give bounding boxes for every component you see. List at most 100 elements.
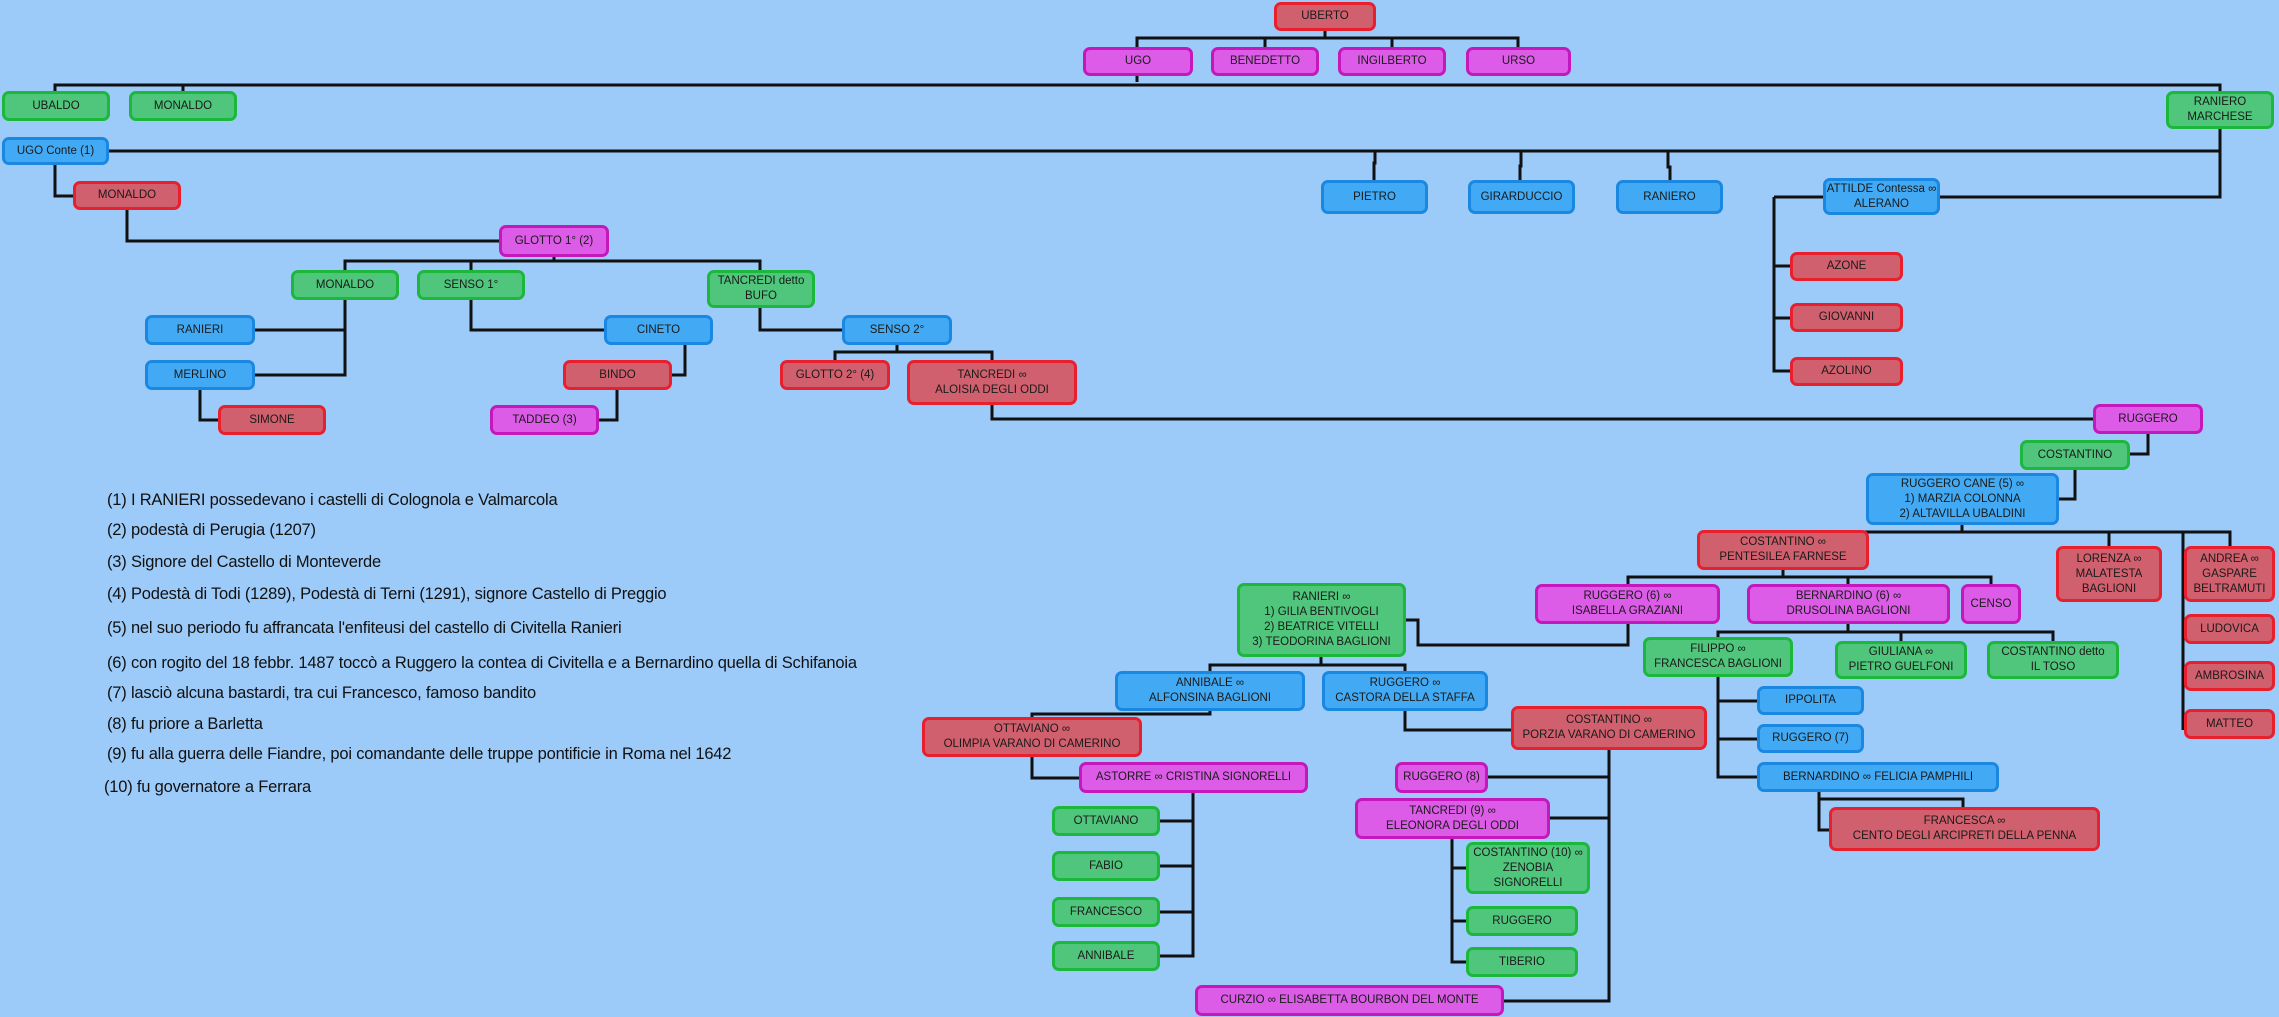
person-node-ruggero-a: RUGGERO	[2093, 404, 2203, 434]
connector-line	[1716, 677, 1757, 779]
person-node-raniero: RANIERO	[1616, 180, 1723, 214]
person-node-costantino-porzia: COSTANTINO ∞ PORZIA VARANO DI CAMERINO	[1511, 706, 1707, 750]
connector-line	[599, 390, 619, 422]
person-node-azone: AZONE	[1790, 252, 1903, 281]
person-node-ranieri-marchese: RANIERO MARCHESE	[2166, 91, 2274, 129]
footnote-10: (10) fu governatore a Ferrara	[104, 778, 311, 796]
person-node-matteo: MATTEO	[2184, 709, 2275, 739]
connector-line	[1030, 711, 1212, 717]
person-node-glotto2: GLOTTO 2° (4)	[780, 360, 890, 390]
footnote-2: (2) podestà di Perugia (1207)	[107, 521, 316, 539]
connector-line	[835, 350, 994, 360]
connector-line	[1962, 530, 2111, 546]
footnote-5: (5) nel suo periodo fu affrancata l'enfi…	[107, 619, 622, 637]
connector-line	[255, 300, 347, 332]
person-node-tancredi9: TANCREDI (9) ∞ ELEONORA DEGLI ODDI	[1355, 798, 1550, 839]
connector-line	[2130, 434, 2150, 456]
person-node-ruggero-castora: RUGGERO ∞ CASTORA DELLA STAFFA	[1322, 671, 1488, 711]
person-node-astorre: ASTORRE ∞ CRISTINA SIGNORELLI	[1079, 762, 1308, 793]
person-node-ugo: UGO	[1083, 47, 1193, 76]
connector-line	[1817, 792, 1965, 807]
person-node-bindo: BINDO	[563, 360, 672, 390]
person-node-ranieri-a: RANIERI	[145, 315, 255, 345]
footnote-6: (6) con rogito del 18 febbr. 1487 toccò …	[107, 654, 857, 672]
person-node-andrea: ANDREA ∞ GASPARE BELTRAMUTI	[2184, 546, 2275, 602]
person-node-taddeo: TADDEO (3)	[490, 405, 599, 435]
connector-line	[1160, 793, 1195, 958]
person-node-costantino10: COSTANTINO (10) ∞ ZENOBIA SIGNORELLI	[1466, 842, 1590, 894]
connector-line	[1666, 151, 1672, 180]
person-node-annibale-b: ANNIBALE	[1052, 941, 1160, 971]
person-node-ippolita: IPPOLITA	[1757, 686, 1864, 715]
person-node-ugo-conte: UGO Conte (1)	[2, 137, 109, 165]
connector-line	[1783, 575, 1993, 584]
connector-line	[1817, 799, 1829, 832]
person-node-lorenza: LORENZA ∞ MALATESTA BAGLIONI	[2056, 546, 2162, 602]
connector-line	[1772, 197, 1790, 373]
connector-line	[758, 308, 842, 332]
person-node-bernardino-drusolina: BERNARDINO (6) ∞ DRUSOLINA BAGLIONI	[1747, 584, 1950, 624]
connector-line	[1626, 570, 1785, 584]
person-node-ruggero-graziani: RUGGERO (6) ∞ ISABELLA GRAZIANI	[1535, 584, 1720, 624]
person-node-francesco: FRANCESCO	[1052, 897, 1160, 927]
connector-line	[469, 300, 604, 332]
connector-line	[343, 257, 556, 270]
footnote-3: (3) Signore del Castello di Monteverde	[107, 553, 381, 571]
person-node-bernardino-felicia: BERNARDINO ∞ FELICIA PAMPHILI	[1757, 762, 1999, 792]
person-node-ambrosina: AMBROSINA	[2184, 661, 2275, 691]
connector-line	[125, 210, 499, 243]
person-node-censo: CENSO	[1961, 584, 2021, 624]
footnote-8: (8) fu priore a Barletta	[107, 715, 263, 733]
person-node-attilde: ATTILDE Contessa ∞ ALERANO	[1823, 178, 1940, 215]
connector-line	[990, 405, 2150, 434]
person-node-uberto: UBERTO	[1274, 2, 1376, 31]
person-node-costantino-a: COSTANTINO	[2020, 440, 2130, 470]
connector-line	[1718, 630, 2055, 641]
connector-line	[1940, 151, 2222, 199]
person-node-filippo: FILIPPO ∞ FRANCESCA BAGLIONI	[1643, 637, 1793, 677]
person-node-simone: SIMONE	[218, 405, 326, 435]
connector-line	[672, 345, 687, 377]
connector-line	[53, 83, 2222, 91]
person-node-ranieri-b: RANIERI ∞ 1) GILIA BENTIVOGLI 2) BEATRIC…	[1237, 583, 1406, 657]
connector-line	[198, 390, 218, 422]
connector-line	[2059, 470, 2077, 501]
person-node-ingilberto: INGILBERTO	[1338, 47, 1446, 76]
connector-line	[1208, 657, 1323, 671]
person-node-costantino-toso: COSTANTINO detto IL TOSO	[1987, 641, 2119, 679]
person-node-monaldo-b: MONALDO	[73, 181, 181, 210]
person-node-curzio: CURZIO ∞ ELISABETTA BOURBON DEL MONTE	[1195, 985, 1504, 1016]
person-node-monaldo-c: MONALDO	[291, 270, 399, 300]
person-node-tiberio: TIBERIO	[1466, 947, 1578, 977]
person-node-ottaviano-olimpia: OTTAVIANO ∞ OLIMPIA VARANO DI CAMERINO	[922, 717, 1142, 757]
connector-line	[2109, 530, 2232, 546]
person-node-azolino: AZOLINO	[1790, 357, 1903, 386]
person-node-tancredi-oddi: TANCREDI ∞ ALOISIA DEGLI ODDI	[907, 360, 1077, 405]
person-node-benedetto: BENEDETTO	[1211, 47, 1319, 76]
person-node-fabio: FABIO	[1052, 851, 1160, 881]
person-node-ruggero-b: RUGGERO	[1466, 906, 1578, 936]
connector-line	[1406, 618, 1630, 647]
person-node-ruggero-cane: RUGGERO CANE (5) ∞ 1) MARZIA COLONNA 2) …	[1866, 473, 2059, 525]
connector-line	[53, 165, 73, 198]
person-node-senso1: SENSO 1°	[417, 270, 525, 300]
person-node-ludovica: LUDOVICA	[2184, 614, 2275, 644]
person-node-girarduccio: GIRARDUCCIO	[1468, 180, 1575, 214]
connector-line	[1504, 750, 1611, 1003]
connector-line	[1137, 36, 1520, 47]
person-node-tancredi-bufo: TANCREDI detto BUFO	[707, 270, 815, 308]
person-node-ruggero8: RUGGERO (8)	[1395, 762, 1488, 793]
connector-line	[109, 129, 2222, 153]
person-node-urso: URSO	[1466, 47, 1571, 76]
connector-line	[1450, 839, 1466, 964]
person-node-francesca-cento: FRANCESCA ∞ CENTO DEGLI ARCIPRETI DELLA …	[1829, 807, 2100, 851]
connector-line	[1518, 151, 1523, 180]
person-node-annibale-alfonsina: ANNIBALE ∞ ALFONSINA BAGLIONI	[1115, 671, 1305, 711]
person-node-senso2: SENSO 2°	[842, 315, 952, 345]
footnote-9: (9) fu alla guerra delle Fiandre, poi co…	[107, 745, 732, 763]
person-node-ubaldo: UBALDO	[2, 91, 110, 121]
connector-line	[255, 330, 347, 377]
connector-line	[345, 259, 762, 270]
